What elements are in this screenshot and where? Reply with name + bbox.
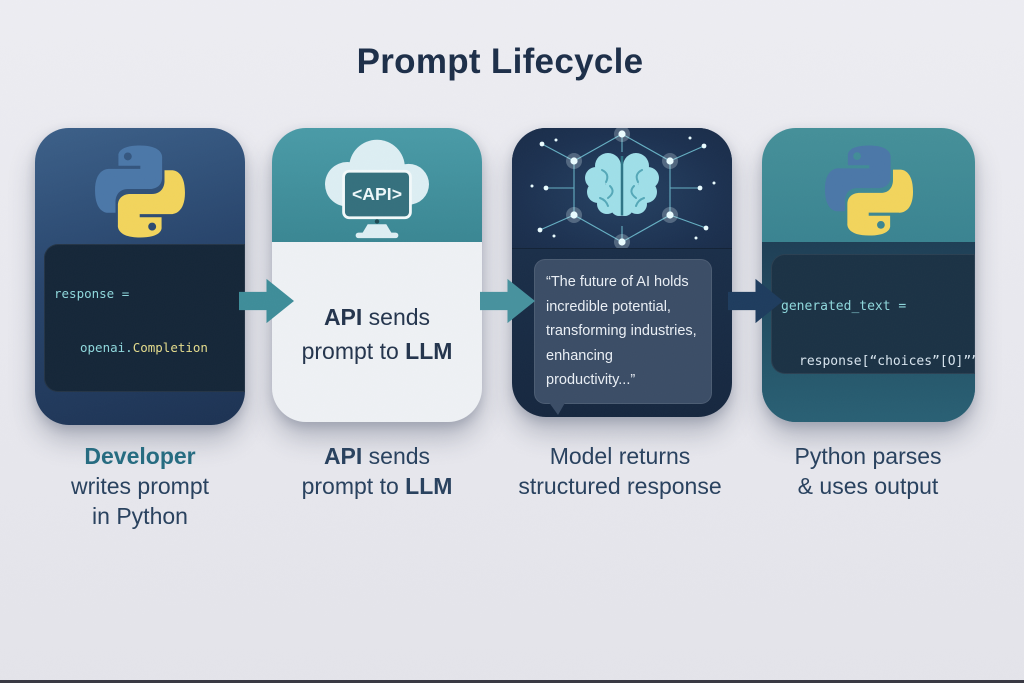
card-header-teal: <API> <box>272 128 482 242</box>
stage-caption-developer: Developer writes prompt in Python <box>35 441 245 531</box>
api-monitor-label: <API> <box>352 184 402 204</box>
quote-line: enhancing productivity...” <box>546 347 636 389</box>
caption-line: prompt to LLM <box>301 473 453 499</box>
stage-card-model: “The future of AI holds incredible poten… <box>512 128 732 417</box>
card-divider <box>512 248 732 249</box>
response-quote-bubble: “The future of AI holds incredible poten… <box>534 259 712 414</box>
stage-caption-model: Model returns structured response <box>495 441 745 501</box>
stage-card-developer: response = openai.Completion create( pro… <box>35 128 245 425</box>
code-line: response = <box>54 286 130 301</box>
python-icon <box>93 144 188 244</box>
code-line: openai.Completion <box>80 340 208 355</box>
code-snippet-parse: generated_text = response[“choices”[O]””… <box>771 254 975 374</box>
code-snippet-request: response = openai.Completion create( pro… <box>44 244 245 392</box>
caption-line: structured response <box>518 473 722 499</box>
bottom-edge-bar <box>0 680 1024 683</box>
caption-line: writes prompt <box>70 473 210 499</box>
page-title: Prompt Lifecycle <box>356 42 644 81</box>
stage-caption-parse: Python parses & uses output <box>760 441 976 501</box>
caption-line: in Python <box>92 503 188 529</box>
code-line: generated_text = <box>781 299 907 314</box>
caption-line: API sends <box>323 443 431 469</box>
caption-line: Python parses <box>794 443 942 469</box>
code-line: create( <box>44 390 245 392</box>
caption-line: Model returns <box>549 443 691 469</box>
python-icon <box>822 144 915 242</box>
quote-line: “The future of AI holds <box>546 274 689 290</box>
quote-line: transforming industries, <box>546 323 697 339</box>
card-body-text: API sends prompt to LLM <box>272 242 482 368</box>
brain-network-icon <box>512 128 732 250</box>
caption-line: & uses output <box>797 473 939 499</box>
code-line: response[“choices”[O]”” <box>799 354 975 369</box>
stage-caption-api: API sends prompt to LLM <box>272 441 482 501</box>
body-line: API sends <box>323 304 431 330</box>
body-line: prompt to LLM <box>301 338 453 364</box>
cloud-api-monitor-icon: <API> <box>307 136 447 245</box>
quote-line: incredible potential, <box>546 298 671 315</box>
stage-card-api: <API> API sends prompt to LLM <box>272 128 482 422</box>
caption-line: Developer <box>84 443 196 469</box>
stage-card-parse: generated_text = response[“choices”[O]””… <box>762 128 975 422</box>
